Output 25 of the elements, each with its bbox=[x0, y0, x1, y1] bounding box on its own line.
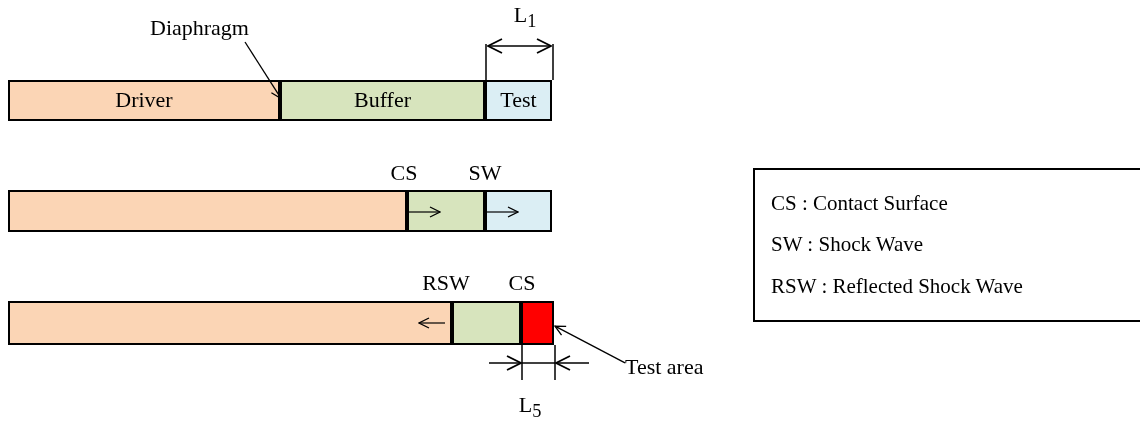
key-box bbox=[753, 168, 1140, 322]
key-entry: SW : Shock Wave bbox=[771, 233, 925, 257]
wave-label: CS bbox=[390, 160, 418, 185]
section-label: Buffer bbox=[354, 88, 411, 113]
dimension-label: L$_{5}$ bbox=[518, 392, 542, 417]
tube-section bbox=[8, 80, 280, 121]
tube-section bbox=[521, 301, 554, 345]
dimension-label: L$_{1}$ bbox=[513, 2, 537, 27]
tube-section bbox=[452, 301, 521, 345]
tube-section bbox=[8, 190, 407, 232]
callout-text: Diaphragm bbox=[150, 15, 249, 41]
key-entry: RSW : Reflected Shock Wave bbox=[771, 274, 1024, 298]
tube-section bbox=[280, 80, 485, 121]
tube-section bbox=[485, 80, 552, 121]
tube-section bbox=[485, 190, 552, 232]
wave-label: CS bbox=[508, 270, 536, 295]
leader-arrow bbox=[554, 325, 626, 364]
callout-text: Test area bbox=[625, 354, 704, 380]
key-entry: CS : Contact Surface bbox=[771, 192, 949, 216]
tube-section bbox=[8, 301, 452, 345]
wave-label: RSW bbox=[422, 270, 470, 295]
wave-label: SW bbox=[468, 160, 502, 185]
section-label: Test bbox=[500, 88, 537, 113]
tube-section bbox=[407, 190, 485, 232]
section-label: Driver bbox=[115, 88, 173, 113]
